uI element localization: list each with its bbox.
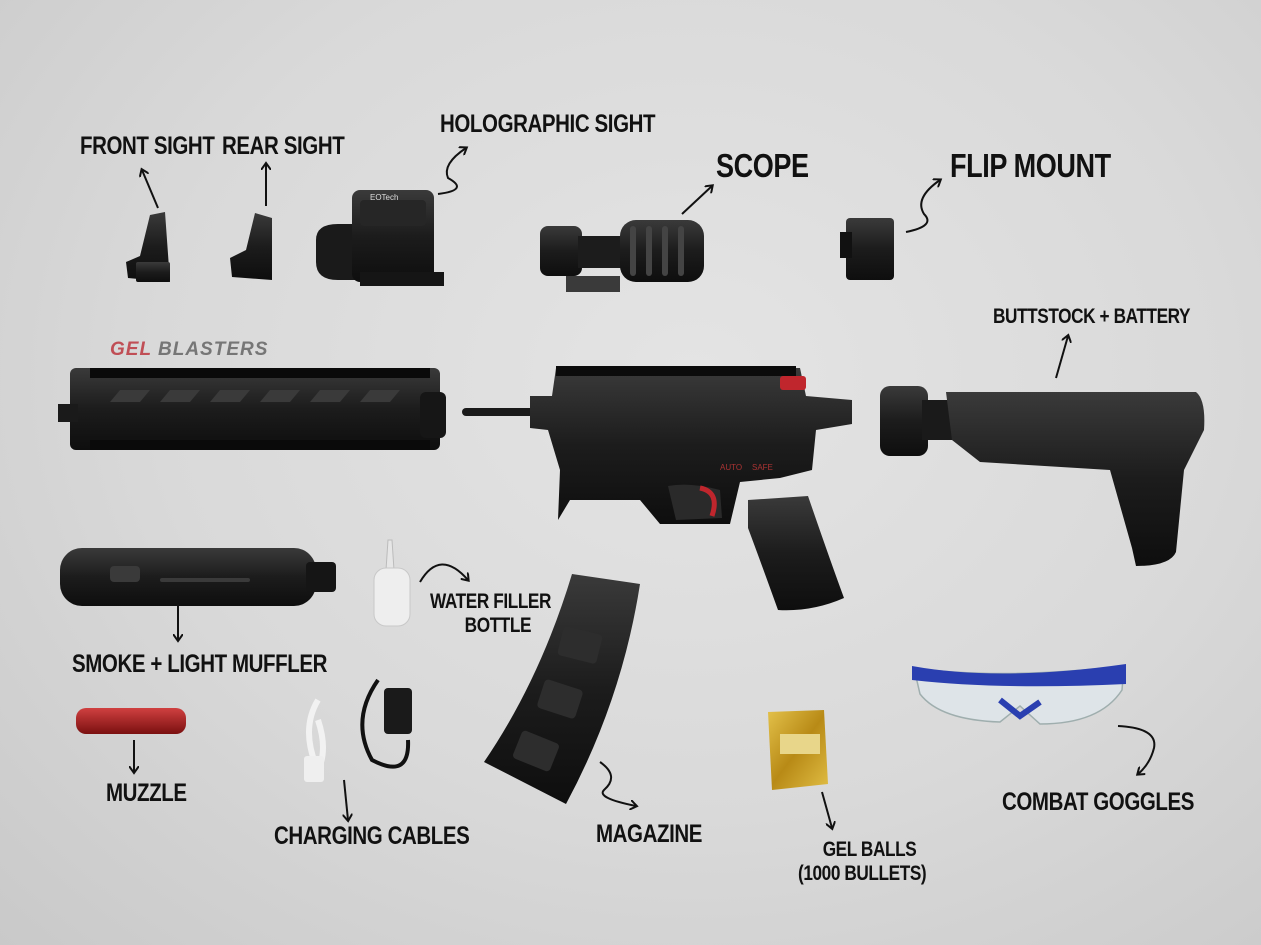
rear-sight-part: [230, 213, 272, 280]
label-gel-balls-line1: GEL BALLS: [822, 838, 917, 861]
muffler-part: [60, 548, 336, 606]
selector-safe-text: SAFE: [752, 463, 773, 472]
label-holographic-sight: HOLOGRAPHIC SIGHT: [440, 110, 656, 138]
magazine-part: [484, 574, 640, 804]
label-flip-mount: FLIP MOUNT: [950, 147, 1111, 184]
goggles-part: [912, 664, 1126, 725]
buttstock-part: [880, 386, 1205, 566]
watermark-logo: GEL BLASTERS: [110, 339, 268, 361]
handguard-part: [58, 368, 446, 450]
selector-auto-text: AUTO: [720, 463, 742, 472]
charging-cables-part: [304, 678, 412, 782]
gel-balls-part: [768, 710, 828, 790]
label-muzzle: MUZZLE: [106, 779, 187, 807]
label-scope: SCOPE: [716, 147, 809, 184]
label-water-filler-line1: WATER FILLER: [430, 590, 552, 613]
scope-part: [540, 220, 704, 292]
label-combat-goggles: COMBAT GOGGLES: [1002, 788, 1195, 816]
sight-brand-text: EOTech: [370, 193, 398, 202]
receiver-part: AUTO SAFE: [462, 366, 852, 611]
callout-arrows: [134, 148, 1156, 828]
front-sight-part: [126, 212, 170, 282]
label-charging-cables: CHARGING CABLES: [274, 822, 470, 850]
label-water-filler: WATER FILLER BOTTLE: [430, 590, 551, 638]
holographic-sight-part: EOTech: [316, 190, 444, 286]
label-magazine: MAGAZINE: [596, 820, 703, 848]
watermark-word-blasters: BLASTERS: [158, 339, 269, 360]
muzzle-part: [76, 708, 186, 734]
watermark-word-gel: GEL: [110, 339, 152, 360]
label-buttstock-battery: BUTTSTOCK + BATTERY: [993, 305, 1191, 328]
label-gel-balls-line2: (1000 BULLETS): [798, 862, 927, 885]
label-front-sight: FRONT SIGHT: [80, 132, 215, 160]
flip-mount-part: [840, 218, 894, 280]
label-smoke-light-muffler: SMOKE + LIGHT MUFFLER: [72, 650, 328, 678]
label-rear-sight: REAR SIGHT: [222, 132, 345, 160]
label-gel-balls: GEL BALLS (1000 BULLETS): [798, 838, 927, 886]
water-bottle-part: [373, 539, 411, 627]
label-water-filler-line2: BOTTLE: [464, 614, 532, 637]
